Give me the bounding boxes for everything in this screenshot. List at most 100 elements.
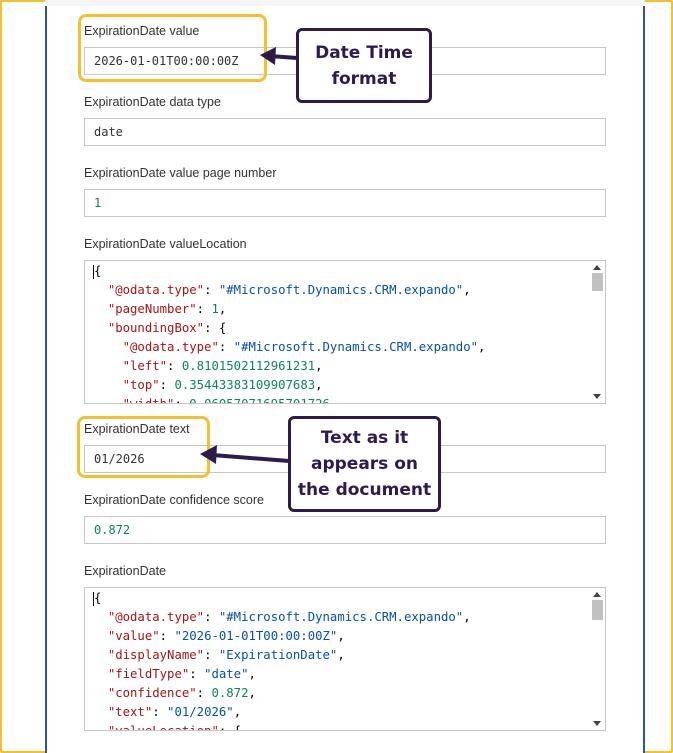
code-token: , [478,340,486,354]
code-token: : [218,340,234,354]
code-token: "fieldType" [107,667,190,681]
code-token: : [196,302,212,316]
code-token: "valueLocation" [107,724,219,731]
expiration-confidence-field[interactable]: 0.872 [84,516,606,544]
callout-line: Date Time [315,42,413,63]
expiration-type-field[interactable]: date [84,118,606,146]
code-token: : [152,705,168,719]
code-token: : [167,359,182,373]
datetime-arrowhead-icon [260,47,276,65]
code-line: "@odata.type": "#Microsoft.Dynamics.CRM.… [93,281,585,300]
code-line: "displayName": "ExpirationDate", [93,646,585,665]
code-token: "width" [122,397,175,404]
code-token: : [204,610,219,624]
code-token: : [196,686,212,700]
code-token: "#Microsoft.Dynamics.CRM.expando" [233,340,478,354]
code-line: "@odata.type": "#Microsoft.Dynamics.CRM.… [93,608,585,627]
code-token: , [248,686,256,700]
code-token: : [159,378,175,392]
scroll-thumb[interactable] [592,600,603,620]
code-token: , [315,378,323,392]
code-token: "date" [204,667,249,681]
scroll-down-icon[interactable] [593,721,601,726]
code-token: 0.35443383109907683 [174,378,316,392]
scroll-up-icon[interactable] [593,592,601,597]
expiration-object-textarea[interactable]: { "@odata.type": "#Microsoft.Dynamics.CR… [84,587,606,731]
callout-line: format [331,68,397,89]
code-token: 0.06057071695701726 [189,397,330,404]
code-token: : [174,397,190,404]
code-token: "confidence" [107,686,197,700]
code-token: : [159,629,175,643]
code-token: "ExpirationDate" [218,648,338,662]
code-lines: { "@odata.type": "#Microsoft.Dynamics.CR… [93,262,585,404]
code-token: , [337,648,345,662]
code-token: "@odata.type" [107,283,205,297]
expiration-text-label: ExpirationDate text [84,422,190,436]
expiration-page-label: ExpirationDate value page number [84,166,277,180]
text-caret [93,264,94,279]
callout-line: the document [297,480,432,500]
code-line: "left": 0.8101502112961231, [93,357,585,376]
vertical-scrollbar[interactable] [589,261,605,403]
expiration-object-label: ExpirationDate [84,564,166,578]
code-token: "text" [107,705,153,719]
code-line: { [93,262,585,281]
code-line: "valueLocation": { [93,722,585,731]
vertical-scrollbar[interactable] [589,588,605,730]
expiration-location-label: ExpirationDate valueLocation [84,237,247,251]
code-token: "#Microsoft.Dynamics.CRM.expando" [218,610,464,624]
code-token: , [463,283,471,297]
text-caret [93,591,94,606]
value-highlight-box [78,14,267,82]
code-token: : [189,667,205,681]
code-line: "width": 0.06057071695701726, [93,395,585,404]
datetime-format-callout: Date Time format [296,28,432,103]
scroll-up-icon[interactable] [593,265,601,270]
code-line: "text": "01/2026", [93,703,585,722]
code-line: "boundingBox": { [93,319,585,338]
code-token: "boundingBox" [107,321,205,335]
code-token: : { [204,321,227,335]
code-token: "@odata.type" [122,340,219,354]
code-token: , [329,397,338,404]
scroll-thumb[interactable] [592,273,603,291]
code-token: , [463,610,471,624]
code-token: "top" [122,378,160,392]
code-token: : { [218,724,242,731]
expiration-page-field[interactable]: 1 [84,189,606,217]
code-token: , [337,629,345,643]
text-arrow-line [211,453,290,463]
code-line: "confidence": 0.872, [93,684,585,703]
code-token: { [94,591,102,605]
code-token: "2026-01-01T00:00:00Z" [174,629,338,643]
code-token: "@odata.type" [107,610,205,624]
code-token: , [233,705,242,719]
code-token: "displayName" [107,648,205,662]
code-token: 0.8101502112961231 [181,359,316,373]
code-line: "@odata.type": "#Microsoft.Dynamics.CRM.… [93,338,585,357]
text-highlight-box [77,416,210,478]
callout-line: Text as it [320,428,409,448]
code-token: 0.872 [211,686,249,700]
scroll-down-icon[interactable] [593,394,601,399]
code-token: , [218,302,227,316]
panel-top-strip [45,0,645,6]
code-token: : [204,283,219,297]
code-token: "value" [107,629,160,643]
code-token: : [204,648,219,662]
code-line: { [93,589,585,608]
text-as-appears-callout: Text as it appears on the document [288,416,441,512]
code-token: "#Microsoft.Dynamics.CRM.expando" [218,283,464,297]
expiration-value-label: ExpirationDate value [84,24,200,38]
code-token: "left" [122,359,168,373]
expiration-confidence-label: ExpirationDate confidence score [84,493,264,507]
code-line: "value": "2026-01-01T00:00:00Z", [93,627,585,646]
expiration-type-label: ExpirationDate data type [84,95,221,109]
callout-line: appears on [310,454,418,474]
expiration-location-textarea[interactable]: { "@odata.type": "#Microsoft.Dynamics.CR… [84,260,606,404]
code-token: "01/2026" [167,705,234,719]
text-arrowhead-icon [200,445,217,464]
code-line: "top": 0.35443383109907683, [93,376,585,395]
